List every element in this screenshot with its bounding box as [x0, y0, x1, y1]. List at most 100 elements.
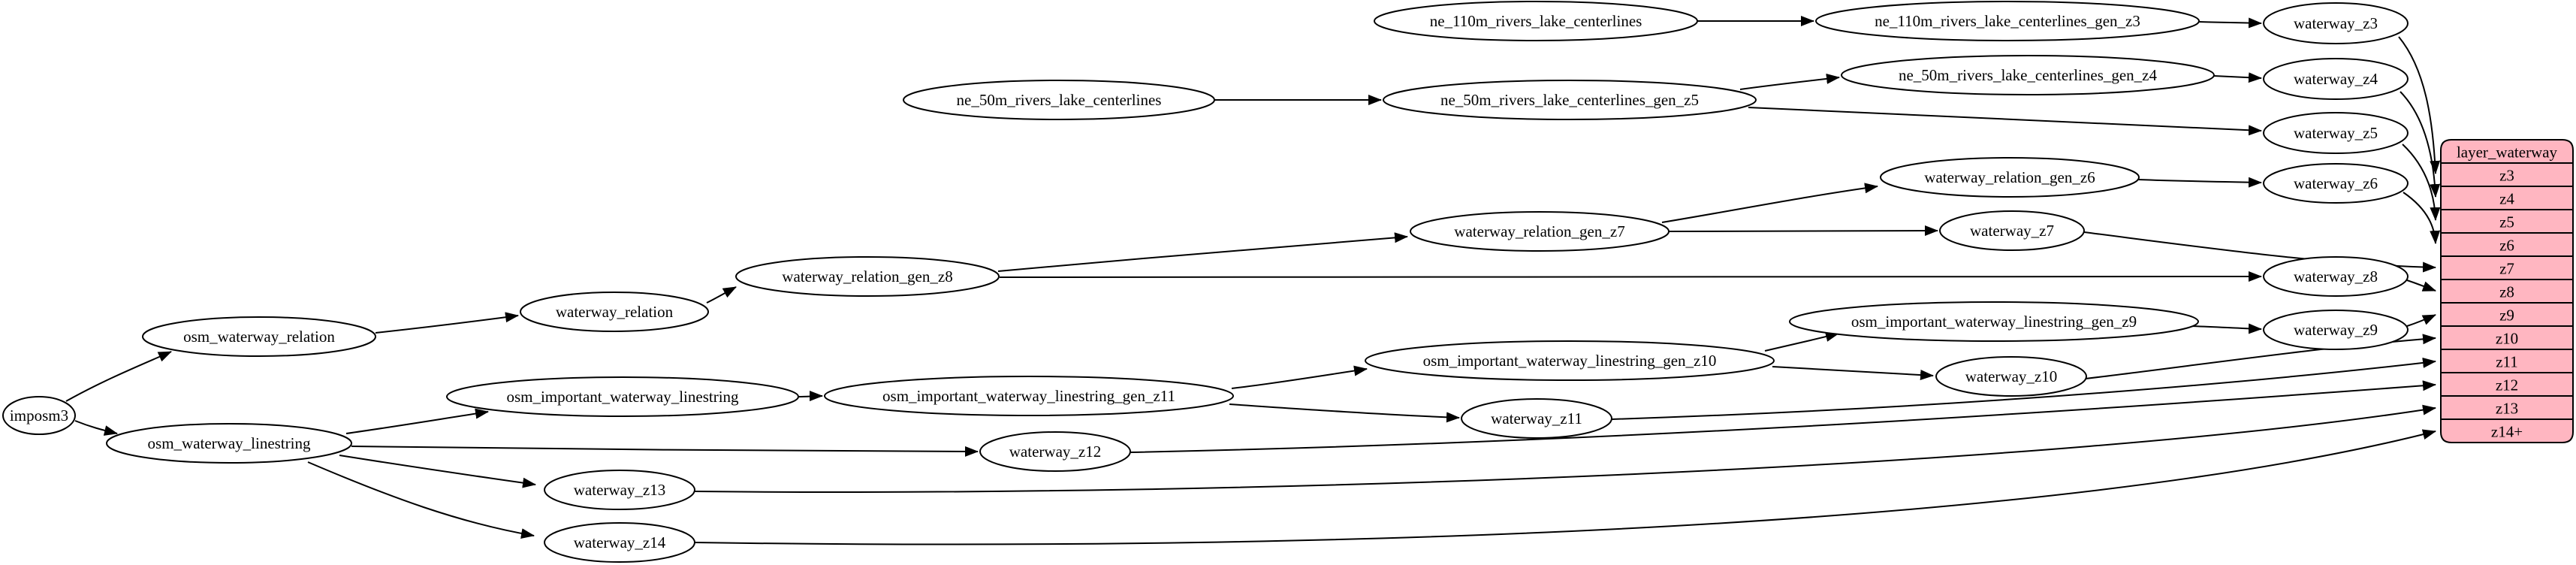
edge-ne_50m_rivers_lake_centerlines_gen_z5-to-waterway_z5 — [1748, 107, 2262, 136]
node-ellipse-waterway_relation_gen_z6 — [1880, 157, 2140, 198]
node-osm_waterway_relation: osm_waterway_relation — [142, 316, 376, 357]
node-ellipse-waterway_z13 — [544, 470, 695, 510]
node-label-waterway_relation: waterway_relation — [556, 303, 674, 321]
edge-osm_waterway_linestring-to-waterway_z12 — [351, 446, 979, 457]
edge-osm_important_waterway_linestring_gen_z11-to-osm_important_waterway_linestring_gen_z10 — [1231, 365, 1368, 389]
node-waterway_z3: waterway_z3 — [2263, 2, 2409, 44]
node-ellipse-waterway_z3 — [2263, 2, 2409, 44]
node-label-osm_important_waterway_linestring_gen_z10: osm_important_waterway_linestring_gen_z1… — [1423, 352, 1717, 370]
edge-waterway_relation_gen_z8-to-waterway_relation_gen_z7 — [997, 232, 1408, 272]
node-label-waterway_z11: waterway_z11 — [1491, 409, 1582, 428]
node-ellipse-osm_important_waterway_linestring_gen_z11 — [824, 376, 1234, 416]
node-ne_50m_rivers_lake_centerlines_gen_z4: ne_50m_rivers_lake_centerlines_gen_z4 — [1841, 55, 2215, 95]
node-ellipse-waterway_z12 — [979, 431, 1131, 472]
node-ne_50m_rivers_lake_centerlines_gen_z5: ne_50m_rivers_lake_centerlines_gen_z5 — [1383, 80, 1757, 120]
node-label-osm_waterway_relation: osm_waterway_relation — [183, 328, 335, 346]
table-row-z3: z3 — [2499, 167, 2514, 185]
node-waterway_z14: waterway_z14 — [544, 522, 695, 563]
node-osm_important_waterway_linestring_gen_z11: osm_important_waterway_linestring_gen_z1… — [824, 376, 1234, 416]
node-label-ne_50m_rivers_lake_centerlines: ne_50m_rivers_lake_centerlines — [957, 91, 1162, 109]
node-label-waterway_z13: waterway_z13 — [574, 481, 665, 499]
node-label-ne_50m_rivers_lake_centerlines_gen_z5: ne_50m_rivers_lake_centerlines_gen_z5 — [1440, 91, 1699, 109]
node-osm_important_waterway_linestring: osm_important_waterway_linestring — [446, 376, 799, 417]
node-label-waterway_relation_gen_z7: waterway_relation_gen_z7 — [1454, 222, 1624, 240]
table-row-z10: z10 — [2496, 330, 2518, 348]
table-row-z12: z12 — [2496, 376, 2518, 394]
node-label-osm_important_waterway_linestring_gen_z11: osm_important_waterway_linestring_gen_z1… — [882, 387, 1175, 405]
edge-waterway_relation_gen_z8-to-waterway_z8 — [999, 271, 2262, 282]
edge-osm_waterway_linestring-to-osm_important_waterway_linestring — [345, 408, 489, 434]
node-label-waterway_z10: waterway_z10 — [1965, 367, 2057, 385]
edge-ne_50m_rivers_lake_centerlines_gen_z5-to-ne_50m_rivers_lake_centerlines_gen_z4 — [1739, 73, 1840, 90]
node-ellipse-waterway_relation_gen_z8 — [735, 256, 1000, 297]
node-ellipse-osm_important_waterway_linestring_gen_z9 — [1789, 301, 2199, 342]
node-ellipse-waterway_z6 — [2263, 163, 2409, 204]
edge-waterway_z13-to-layer-row-z13 — [694, 404, 2436, 493]
node-label-waterway_z3: waterway_z3 — [2294, 14, 2378, 32]
table-row-z9: z9 — [2499, 307, 2514, 325]
node-label-waterway_relation_gen_z8: waterway_relation_gen_z8 — [782, 267, 952, 286]
node-label-osm_important_waterway_linestring_gen_z9: osm_important_waterway_linestring_gen_z9 — [1851, 313, 2137, 331]
node-label-ne_110m_rivers_lake_centerlines: ne_110m_rivers_lake_centerlines — [1430, 12, 1642, 30]
node-waterway_z6: waterway_z6 — [2263, 163, 2409, 204]
node-ellipse-osm_waterway_linestring — [106, 423, 352, 464]
edge-osm_important_waterway_linestring_gen_z11-to-waterway_z11 — [1229, 403, 1460, 423]
edge-ne_50m_rivers_lake_centerlines_gen_z4-to-waterway_z4 — [2213, 72, 2262, 83]
node-osm_waterway_linestring: osm_waterway_linestring — [106, 423, 352, 464]
edge-waterway_z9-to-layer-row-z9 — [2406, 314, 2436, 327]
node-ellipse-waterway_z5 — [2263, 112, 2409, 154]
node-ellipse-ne_110m_rivers_lake_centerlines_gen_z3 — [1815, 1, 2200, 41]
edge-imposm3-to-osm_waterway_linestring — [74, 420, 118, 436]
edge-waterway_relation-to-waterway_relation_gen_z8 — [706, 286, 737, 304]
node-ellipse-osm_important_waterway_linestring_gen_z10 — [1365, 340, 1775, 381]
node-ellipse-waterway_relation_gen_z7 — [1410, 211, 1670, 252]
node-label-waterway_z14: waterway_z14 — [574, 533, 666, 551]
node-waterway_relation_gen_z7: waterway_relation_gen_z7 — [1410, 211, 1670, 252]
node-label-waterway_relation_gen_z6: waterway_relation_gen_z6 — [1924, 168, 2095, 186]
edge-waterway_z14-to-layer-row-z14+ — [694, 429, 2436, 545]
node-ellipse-osm_waterway_relation — [142, 316, 376, 357]
edge-osm_important_waterway_linestring_gen_z10-to-osm_important_waterway_linestring_gen_z9 — [1764, 331, 1839, 352]
node-waterway_z4: waterway_z4 — [2263, 58, 2409, 100]
table-background — [2440, 139, 2574, 443]
node-label-waterway_z5: waterway_z5 — [2294, 124, 2378, 142]
node-ne_110m_rivers_lake_centerlines_gen_z3: ne_110m_rivers_lake_centerlines_gen_z3 — [1815, 1, 2200, 41]
node-waterway_relation_gen_z8: waterway_relation_gen_z8 — [735, 256, 1000, 297]
node-ellipse-waterway_z7 — [1939, 210, 2085, 251]
edge-osm_waterway_linestring-to-waterway_z14 — [307, 461, 535, 539]
node-waterway_z11: waterway_z11 — [1461, 398, 1612, 439]
table-row-z7: z7 — [2499, 260, 2514, 278]
node-waterway_z10: waterway_z10 — [1935, 356, 2087, 397]
node-ellipse-osm_important_waterway_linestring — [446, 376, 799, 417]
node-ellipse-waterway_z11 — [1461, 398, 1612, 439]
node-waterway_z8: waterway_z8 — [2263, 256, 2409, 297]
table-row-z14+: z14+ — [2491, 423, 2523, 441]
edge-imposm3-to-osm_waterway_relation — [65, 351, 172, 402]
node-label-ne_50m_rivers_lake_centerlines_gen_z4: ne_50m_rivers_lake_centerlines_gen_z4 — [1899, 66, 2158, 84]
edge-waterway_z3-to-layer-row-z3 — [2398, 36, 2441, 174]
table-title: layer_waterway — [2457, 144, 2558, 162]
edge-waterway_relation_gen_z7-to-waterway_relation_gen_z6 — [1661, 183, 1878, 223]
edge-waterway_z4-to-layer-row-z4 — [2400, 91, 2441, 198]
node-label-osm_important_waterway_linestring: osm_important_waterway_linestring — [506, 388, 739, 406]
edge-osm_waterway_linestring-to-waterway_z13 — [339, 455, 536, 488]
edge-waterway_relation_gen_z6-to-waterway_z6 — [2137, 177, 2262, 188]
node-waterway_z7: waterway_z7 — [1939, 210, 2085, 251]
edge-waterway_z8-to-layer-row-z8 — [2406, 279, 2436, 292]
node-ellipse-imposm3 — [2, 396, 76, 435]
node-waterway_relation_gen_z6: waterway_relation_gen_z6 — [1880, 157, 2140, 198]
table-row-z6: z6 — [2499, 237, 2514, 255]
table-row-z5: z5 — [2499, 213, 2514, 231]
node-ellipse-ne_50m_rivers_lake_centerlines — [903, 80, 1215, 120]
node-ellipse-ne_50m_rivers_lake_centerlines_gen_z4 — [1841, 55, 2215, 95]
node-ellipse-waterway_z8 — [2263, 256, 2409, 297]
node-osm_important_waterway_linestring_gen_z9: osm_important_waterway_linestring_gen_z9 — [1789, 301, 2199, 342]
node-label-waterway_z8: waterway_z8 — [2294, 267, 2378, 286]
edge-osm_waterway_relation-to-waterway_relation — [375, 312, 519, 334]
node-waterway_z5: waterway_z5 — [2263, 112, 2409, 154]
node-label-waterway_z6: waterway_z6 — [2294, 174, 2378, 192]
layer-waterway-table: layer_waterwayz3z4z5z6z7z8z9z10z11z12z13… — [2440, 139, 2574, 443]
node-osm_important_waterway_linestring_gen_z10: osm_important_waterway_linestring_gen_z1… — [1365, 340, 1775, 381]
